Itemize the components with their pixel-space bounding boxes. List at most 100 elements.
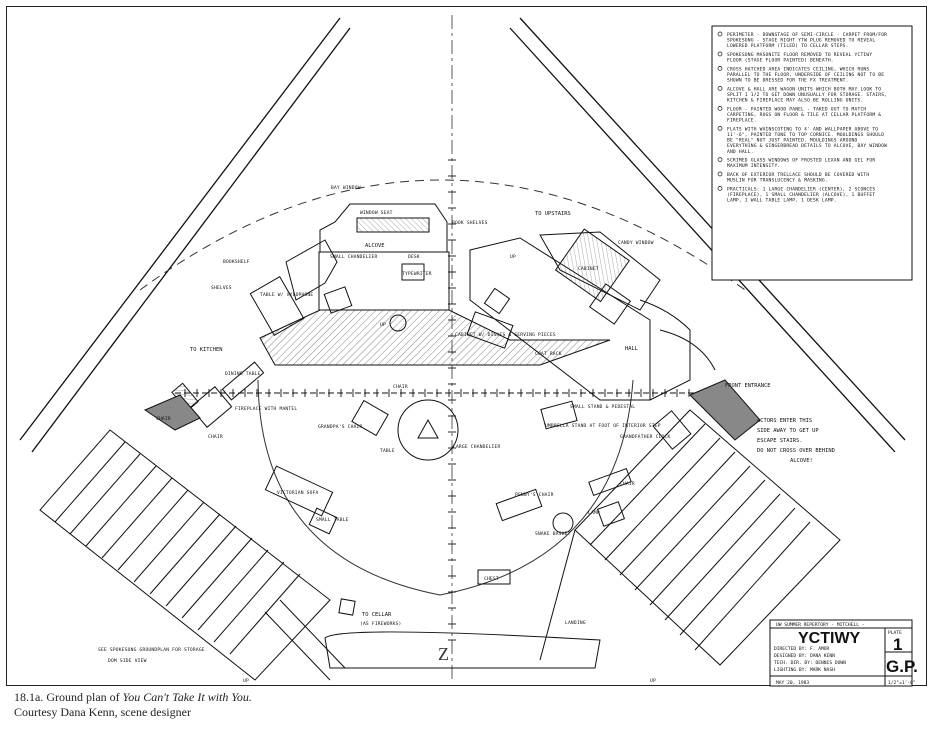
note-line: SPLIT 1 1/2 TO GET DOWN UNUSUALLY FOR ST… (727, 92, 887, 98)
stair-hall-block (469, 228, 716, 401)
label-table-xylophone: TABLE W/ XYLOPHONE (260, 292, 313, 298)
label-up-4: UP (510, 254, 516, 260)
label-chest: CHEST (484, 576, 499, 582)
label-small-chandelier: SMALL CHANDELIER (330, 254, 377, 260)
label-to-kitchen: TO KITCHEN (190, 347, 222, 353)
label-dom-side-view: DOM SIDE VIEW (108, 658, 147, 664)
caption-lead: Ground plan of (46, 690, 120, 704)
ground-plan-drawing: BAY WINDOW WINDOW SEAT BOOK SHELVES TO U… (19, 15, 918, 687)
label-to-upstairs: TO UPSTAIRS (535, 211, 571, 217)
label-chair-1: CHAIR (393, 384, 408, 390)
tb-lighting-by: LIGHTING BY: MARK NASH (774, 667, 835, 673)
label-alcove: ALCOVE (365, 243, 384, 249)
note-line: FLATS WITH WAINSCOTING TO 4' AND WALLPAP… (727, 126, 878, 132)
label-pennys-chair: PENNY'S CHAIR (515, 492, 554, 498)
note-line: PERIMETER - DOWNSTAGE OF SEMI-CIRCLE - C… (727, 32, 887, 38)
note-bullet (717, 51, 723, 57)
tb-plate-number: 1 (893, 635, 902, 654)
label-large-chandelier: LARGE CHANDELIER (453, 444, 500, 450)
title-block-text: UW SUMMER REPERTORY - MITCHELL - YCTIWY … (774, 622, 918, 686)
note-line: SCRIMED GLASS WINDOWS OF FROSTED LEXAN A… (727, 158, 875, 164)
note-bullet (717, 106, 723, 111)
label-up-1: UP (243, 678, 249, 684)
label-chair-3: CHAIR (208, 434, 223, 440)
label-actors-note-3: ESCAPE STAIRS. (757, 438, 802, 444)
note-line: (FIREPLACE), 1 SMALL CHANDELIER (ALCOVE)… (727, 192, 875, 198)
label-up-3: UP (380, 322, 386, 328)
note-bullet (717, 126, 723, 131)
tb-tech-dir: TECH. DIR. BY: DENNIS DOWN (774, 660, 846, 666)
label-hall: HALL (625, 346, 638, 352)
label-actors-note-1: ACTORS ENTER THIS (757, 418, 812, 424)
note-bullet (717, 86, 723, 91)
note-line: SPOKESONG - STAGE RIGHT YTW PLUG REMOVED… (727, 38, 875, 44)
label-small-stand: SMALL STAND & PEDESTAL (570, 404, 635, 410)
label-to-cellar: TO CELLAR (362, 612, 392, 618)
note-bullet (717, 186, 723, 191)
label-actors-note-5: ALCOVE! (790, 458, 813, 464)
note-line: PARALLEL TO THE FLOOR, UNDERSIDE OF CEIL… (727, 72, 884, 78)
label-chair-2: CHAIR (156, 416, 171, 422)
title-block (769, 619, 913, 687)
plan-labels: BAY WINDOW WINDOW SEAT BOOK SHELVES TO U… (98, 185, 835, 684)
note-line: CARPETING, RUGS ON FLOOR & TILE AT CELLA… (727, 112, 881, 118)
label-bay-window: BAY WINDOW (331, 185, 361, 191)
tb-directed-by: DIRECTED BY: F. AMOR (774, 646, 830, 652)
note-line: FLOOR - PAINTED WOOD PANEL - TAKED OUT T… (727, 106, 866, 112)
label-lamp: LAMP (588, 510, 600, 516)
label-up-2: UP (650, 678, 656, 684)
note-bullet (717, 171, 723, 177)
note-line: ALCOVE & HALL ARE WAGON UNITS WHICH BOTH… (727, 86, 881, 92)
figure-caption: 18.1a. Ground plan of You Can't Take It … (14, 690, 274, 720)
note-bullet (717, 66, 723, 71)
notes-box: PERIMETER - DOWNSTAGE OF SEMI-CIRCLE - C… (711, 25, 913, 281)
label-victorian-sofa: VICTORIAN SOFA (277, 490, 319, 496)
note-line: FLOOR (STAGE FLOOR PAINTED) BENEATH. (727, 58, 834, 64)
note-line: LOWERED PLATFORM (TILED) TO CELLAR STEPS… (727, 43, 849, 49)
note-line: FIREPLACE. (727, 118, 757, 124)
label-actors-note-4: DO NOT CROSS OVER BEHIND (757, 448, 835, 454)
label-cabinet-sideboard: CABINET W/ DISHES & SERVING PIECES (455, 332, 556, 338)
label-desk: DESK (408, 254, 420, 260)
tb-scale: 1/2"=1'-0" (888, 680, 916, 686)
label-actors-note-2: SIDE AWAY TO GET UP (757, 428, 819, 434)
tb-sheet-code: G.P. (886, 657, 918, 676)
note-bullet (717, 31, 723, 37)
label-small-table: SMALL TABLE (316, 517, 349, 523)
note-line: CROSS HATCHED AREA INDICATES CEILING, WH… (727, 66, 869, 72)
label-book-shelves: BOOK SHELVES (452, 220, 488, 226)
label-candy-window: CANDY WINDOW (618, 240, 654, 246)
cellar-steps (324, 598, 601, 669)
label-bookshelf: BOOKSHELF (223, 259, 250, 265)
tb-show: YCTIWY (798, 630, 861, 647)
note-line: KITCHEN & FIREPLACE MAY ALSO BE ROLLING … (727, 98, 863, 104)
note-line: MUSLIN FOR TRANSLUCENCY & MASKING. (727, 178, 828, 184)
label-see-spokesong: SEE SPOKESONG GROUNDPLAN FOR STORAGE (98, 647, 205, 653)
label-snake-basket: SNAKE BASKET (535, 531, 571, 537)
caption-number: 18.1a. (14, 690, 44, 704)
right-escape-stairs (539, 379, 841, 666)
label-grandpas-chair: GRANDPA'S CHAIR (318, 424, 363, 430)
note-line: MAXIMUM INTENSITY. (727, 163, 780, 169)
note-line: SPOKESONG MASONITE FLOOR REMOVED TO REVE… (727, 52, 872, 58)
label-window-seat: WINDOW SEAT (360, 210, 393, 216)
label-coat-rack: COAT RACK (535, 351, 562, 357)
note-line: AND HALL. (727, 149, 754, 155)
label-grandfather-clock: GRANDFATHER CLOCK (620, 434, 670, 440)
note-line: LAMP, 1 WALL TABLE LAMP, 1 DESK LAMP. (727, 198, 837, 204)
tb-date: MAY 20, 1983 (776, 680, 809, 686)
label-front-entrance: FRONT ENTRANCE (725, 383, 770, 389)
note-line: EVERYTHING & GINGERBREAD DETAILS TO ALCO… (727, 143, 887, 149)
note-bullet (717, 157, 723, 162)
label-table: TABLE (380, 448, 395, 454)
center-line-symbol: Z (438, 644, 449, 664)
note-line: 11'-6", PAINTED TONE TO TOP CORNICE. MOU… (727, 132, 884, 138)
label-landing: LANDING (565, 620, 586, 626)
note-line: SHOWN TO BE DRESSED FOR THE FX TREATMENT… (727, 78, 849, 84)
tb-designed-by: DESIGNED BY: DANA KENN (774, 653, 835, 659)
label-typewriter: TYPEWRITER (402, 271, 432, 277)
label-cabinet: CABINET (578, 266, 599, 272)
label-umbrella-stand: UMBRELLA STAND AT FOOT OF INTERIOR STEP (545, 423, 661, 429)
furniture (171, 361, 692, 585)
